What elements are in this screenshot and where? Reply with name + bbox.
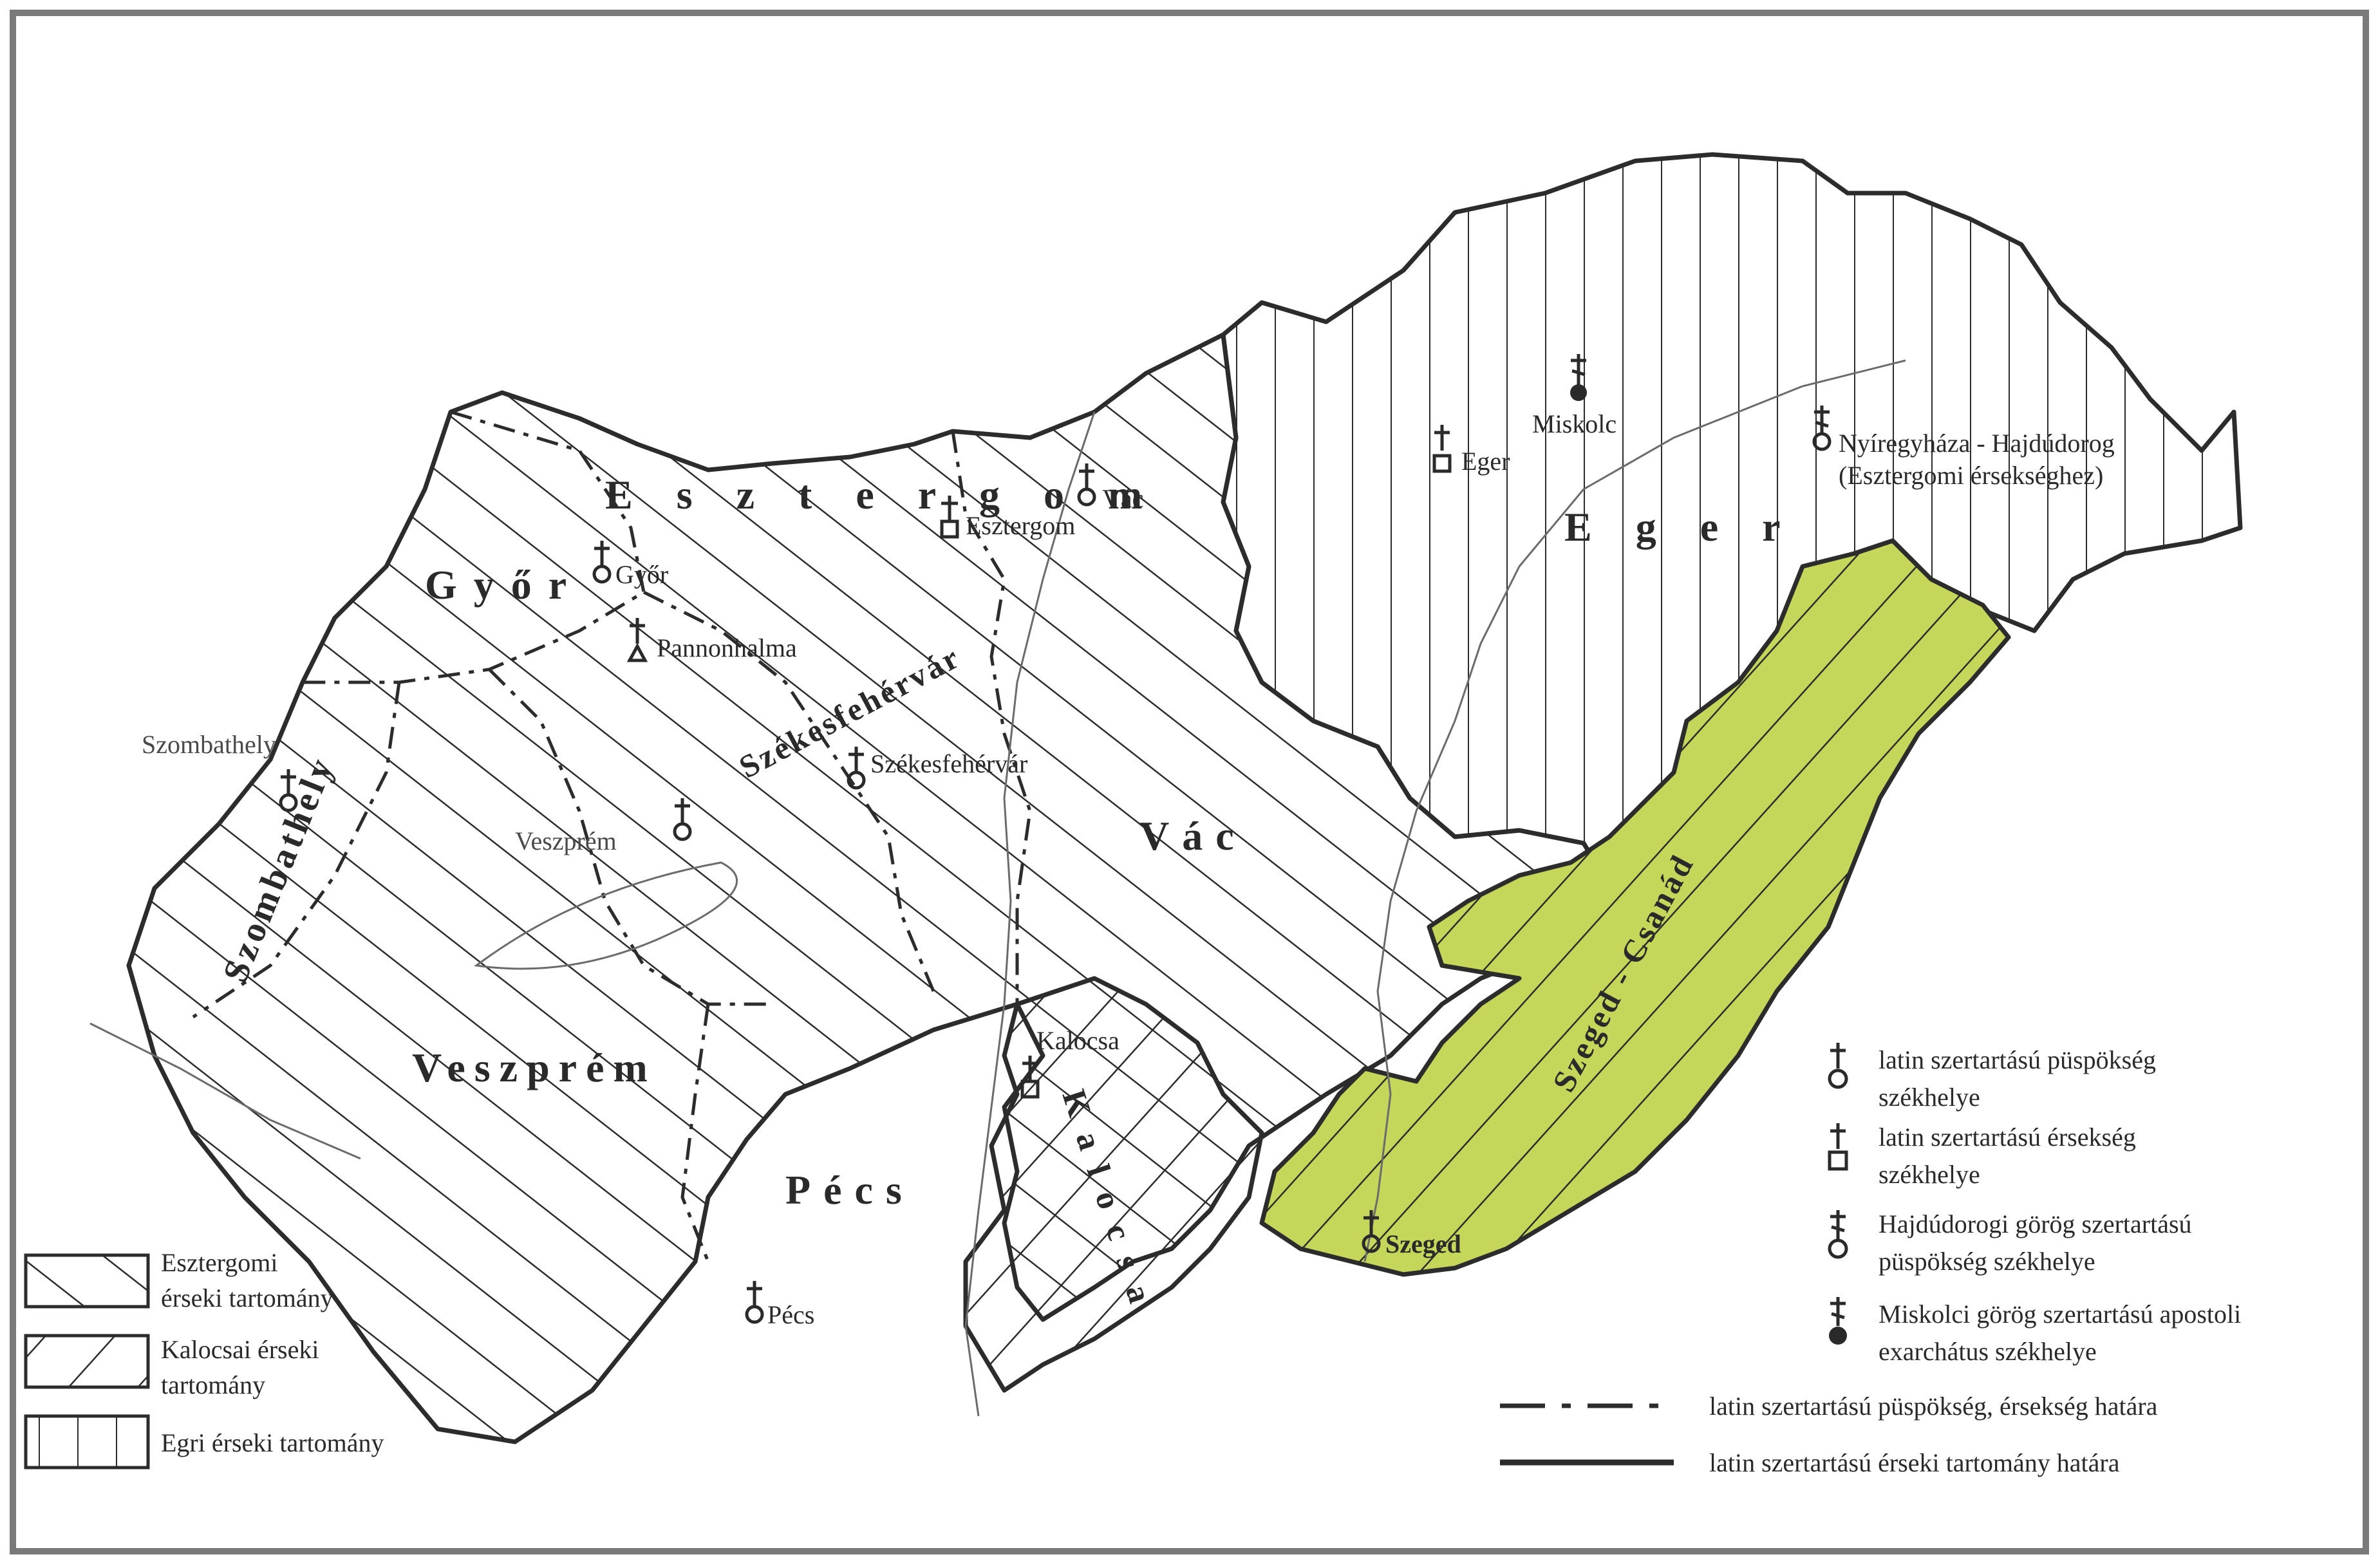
legend-line-diocese-border: latin szertartású püspökség, érsekség ha…	[1500, 1392, 2158, 1421]
cross-triangle-icon	[630, 618, 645, 644]
svg-text:Székesfehérvár: Székesfehérvár	[870, 749, 1027, 778]
cross-circle-icon	[675, 798, 690, 823]
label-region-vac: Vác	[1139, 813, 1247, 859]
label-region-esztergom: E s z t e r g o m	[605, 472, 1159, 518]
city-szekesfehervar: Székesfehérvár	[847, 747, 1027, 790]
legend-item-kalocsa: Kalocsai érseki tartomány	[24, 1334, 319, 1399]
greek-cross-circle-icon	[1830, 1210, 1846, 1239]
svg-text:püspökség székhelye: püspökség székhelye	[1879, 1247, 2095, 1276]
cross-circle-icon	[1830, 1043, 1846, 1069]
greek-cross-dot-icon	[1571, 354, 1586, 386]
svg-text:latin szertartású püspökség: latin szertartású püspökség	[1879, 1045, 2156, 1074]
city-kalocsa: Kalocsa	[1020, 1026, 1120, 1099]
svg-text:Szeged: Szeged	[1385, 1229, 1461, 1258]
diocese-border-vac	[951, 431, 1032, 1004]
legend-item-eger: Egri érseki tartomány	[24, 1414, 384, 1470]
greek-cross-circle-icon	[1814, 406, 1830, 433]
diocese-border-pecs	[680, 1003, 710, 1262]
city-pannonhalma: Pannonhalma	[626, 618, 797, 662]
legend-left: Esztergomi érseki tartomány Kalocsai érs…	[24, 1248, 384, 1470]
cross-circle-icon	[281, 769, 296, 794]
svg-text:Vác: Vác	[1102, 484, 1143, 513]
city-nyiregyhaza: Nyíregyháza - Hajdúdorog (Esztergomi érs…	[1812, 406, 2115, 490]
legend-symbol-latin-archdiocese: latin szertartású érsekség székhelye	[1828, 1123, 2136, 1189]
legend-lines: latin szertartású püspökség, érsekség ha…	[1500, 1392, 2158, 1477]
svg-text:Egri érseki tartomány: Egri érseki tartomány	[161, 1428, 384, 1457]
cross-circle-icon	[747, 1281, 762, 1305]
svg-text:Pannonhalma: Pannonhalma	[657, 633, 797, 662]
svg-text:székhelye: székhelye	[1879, 1083, 1980, 1112]
river-danube	[964, 411, 1096, 1417]
svg-text:Veszprém: Veszprém	[515, 826, 617, 855]
svg-text:Kalocsa: Kalocsa	[1036, 1026, 1120, 1055]
hatch-back-icon	[24, 1334, 150, 1389]
city-esztergom: Esztergom	[940, 496, 1075, 540]
river-drava	[89, 1022, 361, 1160]
legend-symbol-hajdudorog: Hajdúdorogi görög szertartású püspökség …	[1828, 1209, 2192, 1276]
label-region-eger: E g e r	[1564, 504, 1797, 550]
label-region-gyor: Győr	[425, 562, 583, 608]
svg-text:latin szertartású érsekség: latin szertartású érsekség	[1879, 1123, 2136, 1152]
label-region-pecs: Pécs	[785, 1167, 915, 1213]
svg-text:tartomány: tartomány	[161, 1370, 265, 1399]
city-miskolc: Miskolc	[1532, 354, 1616, 438]
city-szeged: Szeged	[1362, 1210, 1461, 1258]
greek-cross-dot-icon	[1830, 1297, 1846, 1326]
cross-circle-icon	[1363, 1210, 1379, 1235]
diocese-border-szombathely	[192, 682, 401, 1019]
legend-item-esztergom: Esztergomi érseki tartomány	[24, 1248, 333, 1312]
river-balaton	[474, 861, 738, 970]
svg-text:Szombathely: Szombathely	[142, 730, 276, 759]
diocese-border-gyor	[303, 410, 646, 684]
hatch-fwd-icon	[24, 1253, 150, 1309]
svg-text:Miskolc: Miskolc	[1532, 409, 1616, 438]
svg-text:Miskolci görög szertartású apo: Miskolci görög szertartású apostoli	[1879, 1300, 2241, 1329]
city-vac: Vác	[1077, 463, 1143, 513]
svg-text:Esztergom: Esztergom	[966, 511, 1075, 540]
cross-circle-icon	[1079, 463, 1094, 488]
cross-square-icon	[1830, 1123, 1846, 1149]
svg-text:latin szertartású érseki tarto: latin szertartású érseki tartomány határ…	[1709, 1448, 2120, 1477]
svg-text:Kalocsai érseki: Kalocsai érseki	[161, 1335, 319, 1364]
svg-text:Nyíregyháza - Hajdúdorog: Nyíregyháza - Hajdúdorog	[1839, 429, 2115, 458]
legend-line-province-border: latin szertartású érseki tartomány határ…	[1500, 1448, 2120, 1477]
city-eger: Eger	[1432, 425, 1510, 476]
svg-text:Esztergomi: Esztergomi	[161, 1248, 277, 1277]
svg-text:(Esztergomi érsekséghez): (Esztergomi érsekséghez)	[1839, 461, 2103, 490]
cross-circle-icon	[594, 541, 610, 565]
label-region-veszprem: Veszprém	[412, 1045, 657, 1090]
region-kalocsa-province	[963, 976, 1264, 1393]
river-tisza	[1363, 359, 1906, 1262]
cross-circle-icon	[848, 747, 864, 771]
svg-text:székhelye: székhelye	[1879, 1160, 1980, 1189]
svg-text:Hajdúdorogi görög szertartású: Hajdúdorogi görög szertartású	[1879, 1209, 2192, 1238]
cross-square-icon	[1022, 1056, 1038, 1081]
city-gyor: Győr	[592, 541, 668, 589]
svg-text:Győr: Győr	[615, 560, 668, 589]
legend-symbol-miskolc: Miskolci görög szertartású apostoli exar…	[1829, 1297, 2241, 1366]
city-veszprem: Veszprém	[515, 798, 692, 855]
legend-right: latin szertartású püspökség székhelye la…	[1828, 1043, 2241, 1366]
region-szeged-csanad	[1259, 538, 2011, 1277]
svg-text:Eger: Eger	[1461, 447, 1510, 476]
city-pecs: Pécs	[745, 1281, 814, 1329]
cross-square-icon	[941, 496, 958, 521]
svg-text:érseki tartomány: érseki tartomány	[161, 1283, 333, 1312]
legend-symbol-latin-diocese: latin szertartású püspökség székhelye	[1828, 1043, 2156, 1112]
hatch-vertical-icon	[24, 1414, 150, 1470]
city-szombathely: Szombathely	[142, 730, 298, 812]
svg-text:exarchátus székhelye: exarchátus székhelye	[1879, 1337, 2097, 1366]
svg-text:Pécs: Pécs	[767, 1300, 814, 1329]
cross-square-icon	[1434, 425, 1450, 451]
svg-text:latin szertartású püspökség, é: latin szertartású püspökség, érsekség ha…	[1709, 1392, 2158, 1421]
